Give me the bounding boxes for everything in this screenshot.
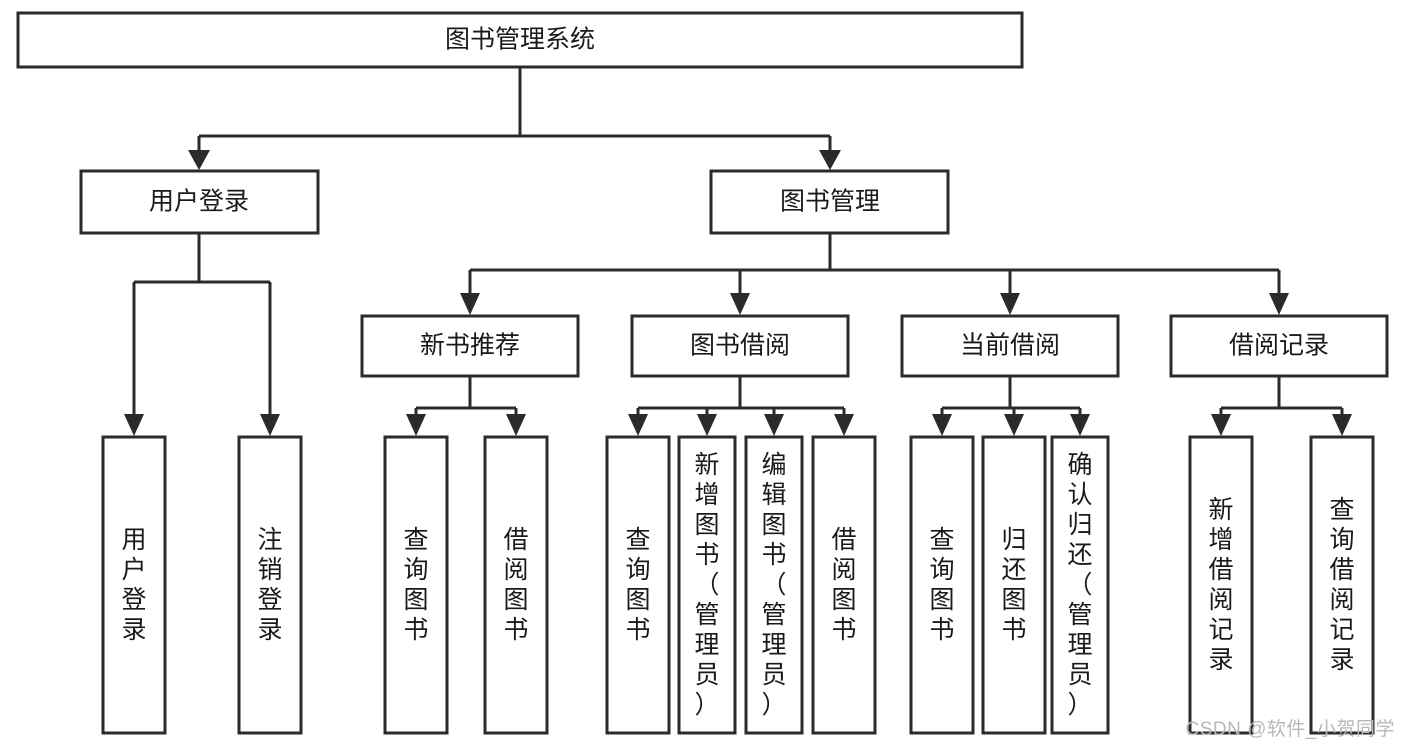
leaf-box[interactable] <box>677 435 737 735</box>
arrowhead-leaf-query-record <box>1332 414 1352 436</box>
new-book-rec-box[interactable] <box>360 314 580 378</box>
arrowhead-borrow-record <box>1269 293 1289 315</box>
leaf-box[interactable] <box>811 435 877 735</box>
leaf-box[interactable] <box>909 435 975 735</box>
leaf-label: 用户登录 <box>121 526 146 644</box>
leaf-label: 编辑图书（管理员） <box>761 451 786 719</box>
arrowhead-leaf-user-logout <box>260 414 280 436</box>
node-root[interactable]: 图书管理系统 <box>16 11 1024 69</box>
leaf-label: 新增图书（管理员） <box>694 451 719 719</box>
leaf-label: 借阅图书 <box>831 526 856 644</box>
arrowhead-leaf-user-login <box>124 414 144 436</box>
leaf-node[interactable]: 注销登录 <box>237 435 303 735</box>
node-new-book-rec[interactable]: 新书推荐 <box>360 314 580 378</box>
root-label: 图书管理系统 <box>445 26 595 54</box>
leaf-box[interactable] <box>237 435 303 735</box>
leaf-box[interactable] <box>981 435 1047 735</box>
arrowhead-leaf-add-book <box>697 414 717 436</box>
leaf-box[interactable] <box>383 435 449 735</box>
leaf-node[interactable]: 新增借阅记录 <box>1188 435 1254 735</box>
arrowhead-book-manage <box>819 150 841 170</box>
current-borrow-label: 当前借阅 <box>960 332 1060 360</box>
arrowhead-leaf-borrow-book-2 <box>834 414 854 436</box>
new-book-rec-label: 新书推荐 <box>420 332 520 360</box>
arrowhead-leaf-confirm-return <box>1070 414 1090 436</box>
root-box[interactable] <box>16 11 1024 69</box>
arrowhead-leaf-query-book-2 <box>628 414 648 436</box>
leaf-node[interactable]: 借阅图书 <box>483 435 549 735</box>
edges-layer <box>124 67 1352 436</box>
arrowhead-leaf-add-record <box>1211 414 1231 436</box>
leaf-node[interactable]: 用户登录 <box>101 435 167 735</box>
arrowhead-leaf-query-book-3 <box>932 414 952 436</box>
borrow-record-box[interactable] <box>1169 314 1389 378</box>
user-login-label: 用户登录 <box>149 188 249 216</box>
leaf-box[interactable] <box>1050 435 1110 735</box>
node-user-login[interactable]: 用户登录 <box>79 169 320 235</box>
node-borrow-record[interactable]: 借阅记录 <box>1169 314 1389 378</box>
leaf-node[interactable]: 查询图书 <box>605 435 671 735</box>
arrowhead-user-login <box>188 150 210 170</box>
user-login-box[interactable] <box>79 169 320 235</box>
arrowhead-leaf-return-book <box>1004 414 1024 436</box>
node-book-manage[interactable]: 图书管理 <box>709 169 950 235</box>
leaf-node[interactable]: 确认归还（管理员） <box>1050 435 1110 735</box>
leaf-box[interactable] <box>1309 435 1375 735</box>
leaf-label: 新增借阅记录 <box>1208 496 1233 674</box>
leaf-node[interactable]: 查询图书 <box>383 435 449 735</box>
leaf-node[interactable]: 查询借阅记录 <box>1309 435 1375 735</box>
leaf-box[interactable] <box>605 435 671 735</box>
leaf-box[interactable] <box>483 435 549 735</box>
node-book-borrow[interactable]: 图书借阅 <box>630 314 850 378</box>
leaf-label: 查询借阅记录 <box>1329 496 1354 674</box>
arrowhead-current-borrow <box>1000 293 1020 315</box>
leaf-node[interactable]: 查询图书 <box>909 435 975 735</box>
leaf-label: 归还图书 <box>1001 526 1026 644</box>
leaf-label: 确认归还（管理员） <box>1067 451 1092 719</box>
leaf-nodes-layer: 用户登录 注销登录 查询图书 借阅图书 查询图书 新增图书（管理员） 编辑图书（管理员） 借阅… <box>101 435 1375 735</box>
leaf-box[interactable] <box>101 435 167 735</box>
book-manage-label: 图书管理 <box>780 188 880 216</box>
book-borrow-box[interactable] <box>630 314 850 378</box>
arrowhead-new-book-rec <box>460 293 480 315</box>
arrowhead-book-borrow <box>730 293 750 315</box>
leaf-label: 注销登录 <box>257 526 282 644</box>
arrowhead-leaf-edit-book <box>764 414 784 436</box>
leaf-label: 查询图书 <box>625 526 650 644</box>
book-borrow-label: 图书借阅 <box>690 332 790 360</box>
leaf-node[interactable]: 编辑图书（管理员） <box>744 435 804 735</box>
leaf-label: 查询图书 <box>929 526 954 644</box>
leaf-label: 查询图书 <box>403 526 428 644</box>
leaf-label: 借阅图书 <box>503 526 528 644</box>
arrowhead-leaf-borrow-book-1 <box>506 414 526 436</box>
leaf-box[interactable] <box>744 435 804 735</box>
leaf-box[interactable] <box>1188 435 1254 735</box>
leaf-node[interactable]: 新增图书（管理员） <box>677 435 737 735</box>
leaf-node[interactable]: 借阅图书 <box>811 435 877 735</box>
book-manage-box[interactable] <box>709 169 950 235</box>
node-current-borrow[interactable]: 当前借阅 <box>900 314 1120 378</box>
current-borrow-box[interactable] <box>900 314 1120 378</box>
borrow-record-label: 借阅记录 <box>1229 332 1329 360</box>
leaf-node[interactable]: 归还图书 <box>981 435 1047 735</box>
arrowhead-leaf-query-book-1 <box>406 414 426 436</box>
